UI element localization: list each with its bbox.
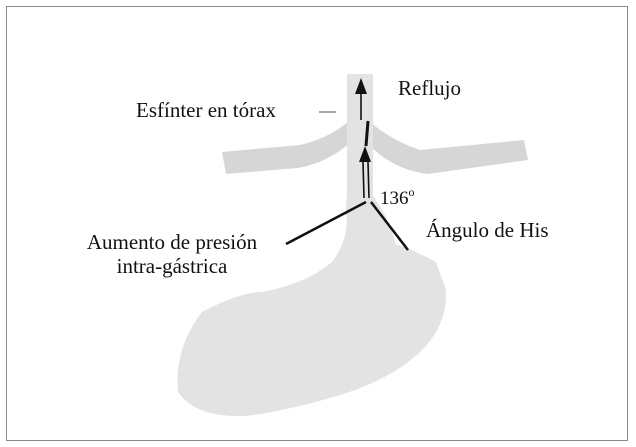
diaphragm-right: [366, 120, 528, 174]
pressure-label-line2: intra-gástrica: [60, 254, 284, 278]
diaphragm-left: [222, 120, 353, 174]
pressure-label-line1: Aumento de presión: [60, 230, 284, 254]
angle-unit: o: [409, 185, 415, 199]
reflux-arrow-shaft-lower-b: [368, 162, 369, 198]
angle-value: 136: [380, 188, 409, 209]
sphincter-label: Esfínter en tórax: [136, 98, 276, 122]
reflux-label: Reflujo: [398, 76, 461, 100]
angle-value-label: 136o: [380, 186, 415, 210]
reflux-arrow-shaft-lower-a: [363, 162, 364, 198]
pressure-label: Aumento de presión intra-gástrica: [60, 230, 284, 278]
reflux-path-dash: [366, 121, 368, 146]
his-angle-label: Ángulo de His: [426, 218, 549, 242]
